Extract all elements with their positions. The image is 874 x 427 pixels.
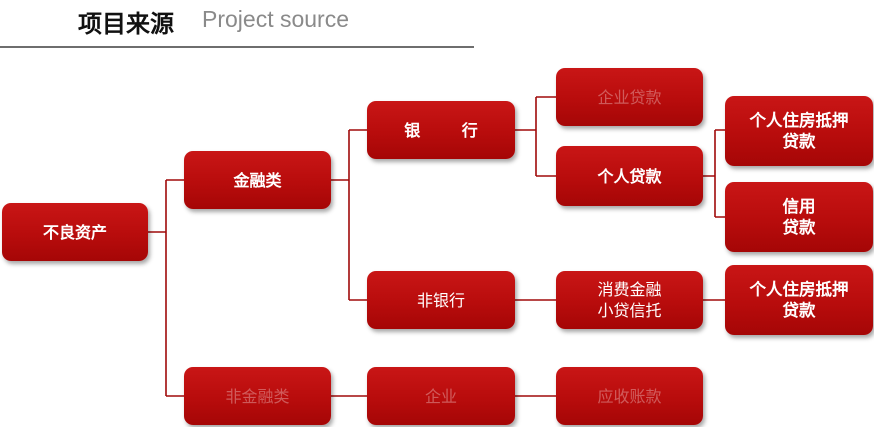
node-non-performing-assets: 不良资产: [2, 203, 148, 261]
page-title: 项目来源: [78, 10, 174, 38]
node-corporate-loan: 企业贷款: [556, 68, 703, 126]
page-subtitle: Project source: [202, 6, 350, 32]
node-enterprise: 企业: [367, 367, 515, 425]
node-personal-loan: 个人贷款: [556, 146, 703, 206]
node-consumer-finance: 消费金融 小贷信托: [556, 271, 703, 329]
node-non-bank: 非银行: [367, 271, 515, 329]
title-underline: [0, 46, 474, 48]
node-bank: 银 行: [367, 101, 515, 159]
connector-financial: [331, 129, 367, 301]
connector-bank: [515, 96, 556, 177]
node-housing-mortgage-loan: 个人住房抵押 贷款: [725, 96, 873, 166]
node-housing-mortgage-loan-2: 个人住房抵押 贷款: [725, 265, 873, 335]
node-non-financial: 非金融类: [184, 367, 331, 425]
node-receivables: 应收账款: [556, 367, 703, 425]
connector-personal-loan: [703, 129, 725, 218]
node-credit-loan: 信用 贷款: [725, 182, 873, 252]
node-financial: 金融类: [184, 151, 331, 209]
connector-root: [148, 179, 184, 397]
